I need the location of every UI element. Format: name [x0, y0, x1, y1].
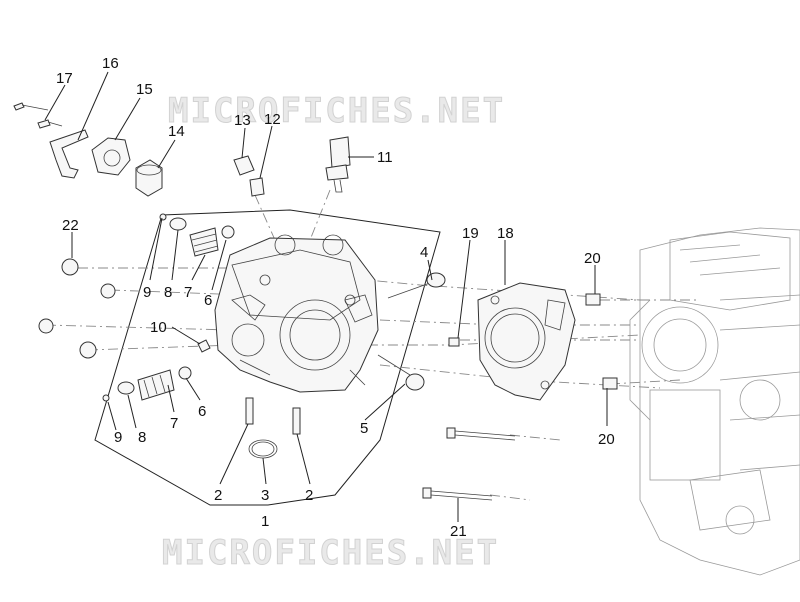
sensor-11-nut — [325, 164, 349, 181]
callout-7-bottom: 7 — [170, 415, 178, 432]
nut-c — [79, 341, 97, 359]
callout-11: 11 — [377, 149, 393, 166]
callout-8-top: 8 — [164, 284, 172, 301]
bolt-21a-head — [446, 427, 456, 439]
seal-6-bottom — [178, 366, 192, 380]
callout-10: 10 — [150, 319, 167, 336]
callout-18: 18 — [497, 225, 514, 242]
assembly-outline — [94, 209, 441, 506]
fitting-12 — [249, 177, 265, 197]
bracket-16 — [49, 129, 89, 179]
valve-5-stem — [377, 354, 411, 376]
bolt-17b — [37, 119, 51, 129]
collet-9-bottom — [102, 394, 110, 402]
cap-13 — [233, 155, 255, 176]
gasket-18-passage — [544, 299, 566, 331]
oring-3-inner — [251, 441, 275, 457]
callout-9-bottom: 9 — [114, 429, 122, 446]
collet-9-top — [159, 213, 167, 221]
spring-7-bottom — [137, 369, 175, 401]
watermark-bottom: MICROFICHES.NET — [162, 533, 499, 573]
callout-4: 4 — [420, 244, 428, 261]
bolt-17b-shaft — [47, 121, 63, 127]
gasket-18 — [477, 282, 576, 401]
nut-a — [100, 283, 116, 299]
callout-19: 19 — [462, 225, 479, 242]
gasket-18-hole-a — [490, 295, 500, 305]
callout-8-bottom: 8 — [138, 429, 146, 446]
callout-6-top: 6 — [204, 292, 212, 309]
callout-5: 5 — [360, 420, 368, 437]
callout-13: 13 — [234, 112, 251, 129]
retainer-8-bottom — [117, 381, 135, 395]
spring-7-bottom-coils — [143, 374, 166, 398]
dowel-2-right — [292, 407, 301, 435]
retainer-8-top — [169, 217, 187, 231]
bolt-21a-shaft — [454, 430, 516, 441]
spring-7-top — [189, 227, 219, 257]
dowel-20-bottom — [602, 377, 618, 390]
callout-3: 3 — [261, 487, 269, 504]
seal-6-top — [221, 225, 235, 239]
thermostat-14-rim — [136, 164, 162, 176]
callout-20-top: 20 — [584, 250, 601, 267]
callout-labels: 17 16 15 14 13 12 11 22 9 8 7 6 10 4 19 … — [56, 55, 615, 540]
sensor-11-tip — [333, 179, 343, 193]
callout-21: 21 — [450, 523, 467, 540]
callout-22: 22 — [62, 217, 79, 234]
callout-9-top: 9 — [143, 284, 151, 301]
dowel-19 — [448, 337, 460, 347]
dowel-2-left — [245, 397, 254, 425]
callout-20-bottom: 20 — [598, 431, 615, 448]
callout-7-top: 7 — [184, 284, 192, 301]
dowel-20-top — [585, 293, 601, 306]
watermark-top: MICROFICHES.NET — [168, 91, 505, 131]
sensor-11-body — [329, 136, 351, 169]
valve-5-head — [405, 373, 425, 391]
callout-1: 1 — [261, 513, 269, 530]
valve-4-stem — [387, 282, 431, 299]
alignment-lines — [45, 189, 700, 501]
callout-6-bottom: 6 — [198, 403, 206, 420]
callout-16: 16 — [102, 55, 119, 72]
gasket-18-hole-b — [540, 380, 550, 390]
oring-3 — [248, 439, 278, 459]
leader-lines — [44, 71, 608, 522]
callout-2-right: 2 — [305, 487, 313, 504]
gasket-18-bore — [484, 307, 546, 369]
bolt-21b-shaft — [430, 490, 493, 501]
housing-15 — [91, 137, 131, 176]
valve-4-head — [426, 272, 446, 288]
cylinder-head — [214, 234, 379, 393]
callout-15: 15 — [136, 81, 153, 98]
callout-2-left: 2 — [214, 487, 222, 504]
bolt-17a-shaft — [21, 104, 49, 111]
nut-b — [38, 318, 54, 334]
gasket-18-bore-inner — [490, 313, 540, 363]
callout-12: 12 — [264, 111, 281, 128]
plug-10 — [197, 339, 211, 353]
spring-7-top-coils — [191, 233, 219, 253]
bolt-17a — [13, 102, 25, 111]
engine-block-illustration — [629, 227, 800, 576]
callout-17: 17 — [56, 70, 73, 87]
thermostat-14 — [135, 159, 163, 197]
nut-22 — [61, 258, 79, 276]
parts — [13, 102, 618, 501]
callout-14: 14 — [168, 123, 185, 140]
housing-15-port — [103, 149, 121, 167]
bolt-21b-head — [422, 487, 432, 499]
